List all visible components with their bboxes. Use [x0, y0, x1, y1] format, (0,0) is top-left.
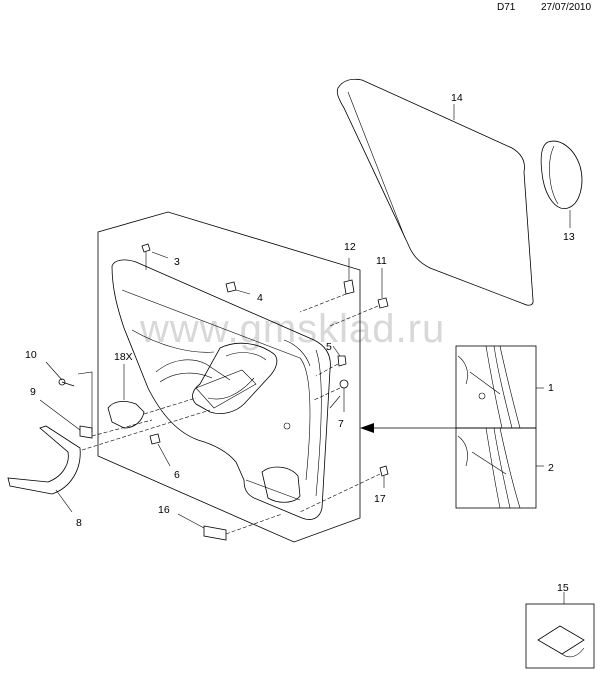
diagram-code: D71 — [497, 2, 516, 13]
callout-18x: 18X — [114, 351, 133, 363]
part-4-clip — [225, 281, 251, 295]
callout-4: 4 — [257, 292, 263, 304]
part-13-oval-pad — [540, 140, 583, 209]
detail-inset-1 — [455, 345, 544, 429]
part-17-clip — [299, 465, 389, 513]
diagram-date: 27/07/2010 — [541, 2, 592, 13]
door-trim-panel-frame — [97, 211, 361, 543]
part-9-pad — [39, 399, 93, 439]
part-12-bracket — [299, 258, 355, 313]
callout-6: 6 — [174, 469, 180, 481]
callout-15: 15 — [557, 582, 569, 594]
detail-arrow — [360, 423, 456, 433]
callout-13: 13 — [563, 231, 575, 243]
part-3-clip — [141, 243, 169, 270]
callout-11: 11 — [376, 255, 387, 267]
part-11-push-pin — [329, 268, 389, 327]
part-6-clip — [149, 433, 171, 467]
detail-inset-2 — [455, 427, 544, 509]
callout-14: 14 — [451, 92, 463, 104]
callout-17: 17 — [374, 493, 386, 505]
part-14-liner-sheet — [336, 78, 534, 306]
callout-12: 12 — [344, 241, 356, 253]
watermark-text: www.gmsklad.ru — [139, 307, 445, 351]
callout-16: 16 — [158, 504, 170, 516]
callout-2: 2 — [548, 462, 554, 474]
part-10-screw — [45, 361, 93, 432]
leader-7 — [329, 395, 341, 409]
part-7-nut — [313, 379, 349, 412]
detail-inset-15 — [525, 592, 595, 669]
callout-1: 1 — [548, 382, 554, 394]
callout-8: 8 — [76, 517, 82, 529]
callout-9: 9 — [30, 386, 36, 398]
part-18x-handle-trim — [91, 364, 197, 437]
callout-7: 7 — [338, 418, 344, 430]
part-door-trim-panel — [111, 259, 331, 520]
part-8-trim-strip — [7, 409, 211, 513]
callout-5: 5 — [326, 341, 332, 353]
callout-3: 3 — [174, 256, 180, 268]
callout-10: 10 — [25, 349, 37, 361]
part-5-screw — [315, 345, 347, 377]
part-16-switch — [177, 513, 283, 541]
